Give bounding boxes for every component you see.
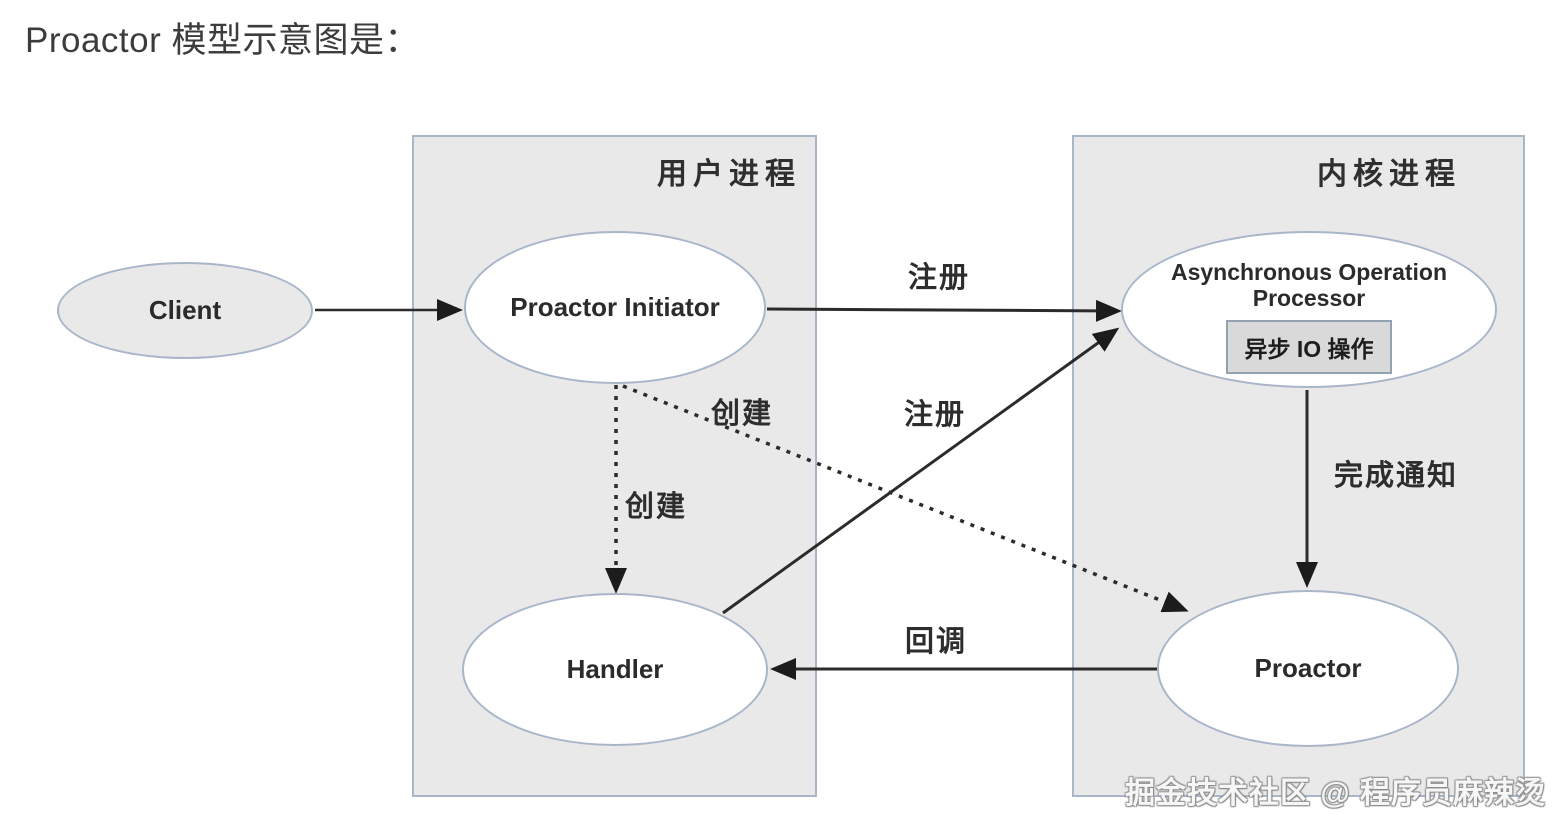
node-handler: Handler: [462, 593, 768, 746]
client-label: Client: [148, 295, 222, 325]
edge-label-register-bottom: 注册: [904, 399, 967, 431]
page-title: Proactor 模型示意图是：: [25, 21, 421, 60]
edge-label-create-vertical: 创建: [625, 491, 688, 523]
edge-label-register-top: 注册: [908, 262, 971, 294]
node-proactor: Proactor: [1157, 590, 1459, 747]
async-io-operation-box: 异步 IO 操作: [1226, 319, 1392, 374]
node-async-operation-processor: Asynchronous Operation Processor 异步 IO 操…: [1121, 231, 1497, 388]
arrow-initiator-to-aop-register: [766, 299, 1122, 322]
kernel-process-box-label: 内核进程: [1317, 158, 1461, 191]
proactor-initiator-label: Proactor Initiator: [510, 292, 720, 322]
edge-label-create-diagonal: 创建: [711, 398, 774, 430]
edge-label-completion-notification: 完成通知: [1334, 460, 1459, 492]
async-operation-processor-label: Asynchronous Operation Processor: [1170, 259, 1448, 312]
edge-label-callback: 回调: [905, 626, 968, 658]
node-client: Client: [57, 262, 313, 359]
proactor-label: Proactor: [1254, 653, 1362, 683]
node-proactor-initiator: Proactor Initiator: [464, 231, 766, 384]
watermark: 掘金技术社区 @ 程序员麻辣烫: [1125, 777, 1546, 810]
user-process-box-label: 用户进程: [657, 158, 801, 191]
handler-label: Handler: [566, 654, 664, 684]
